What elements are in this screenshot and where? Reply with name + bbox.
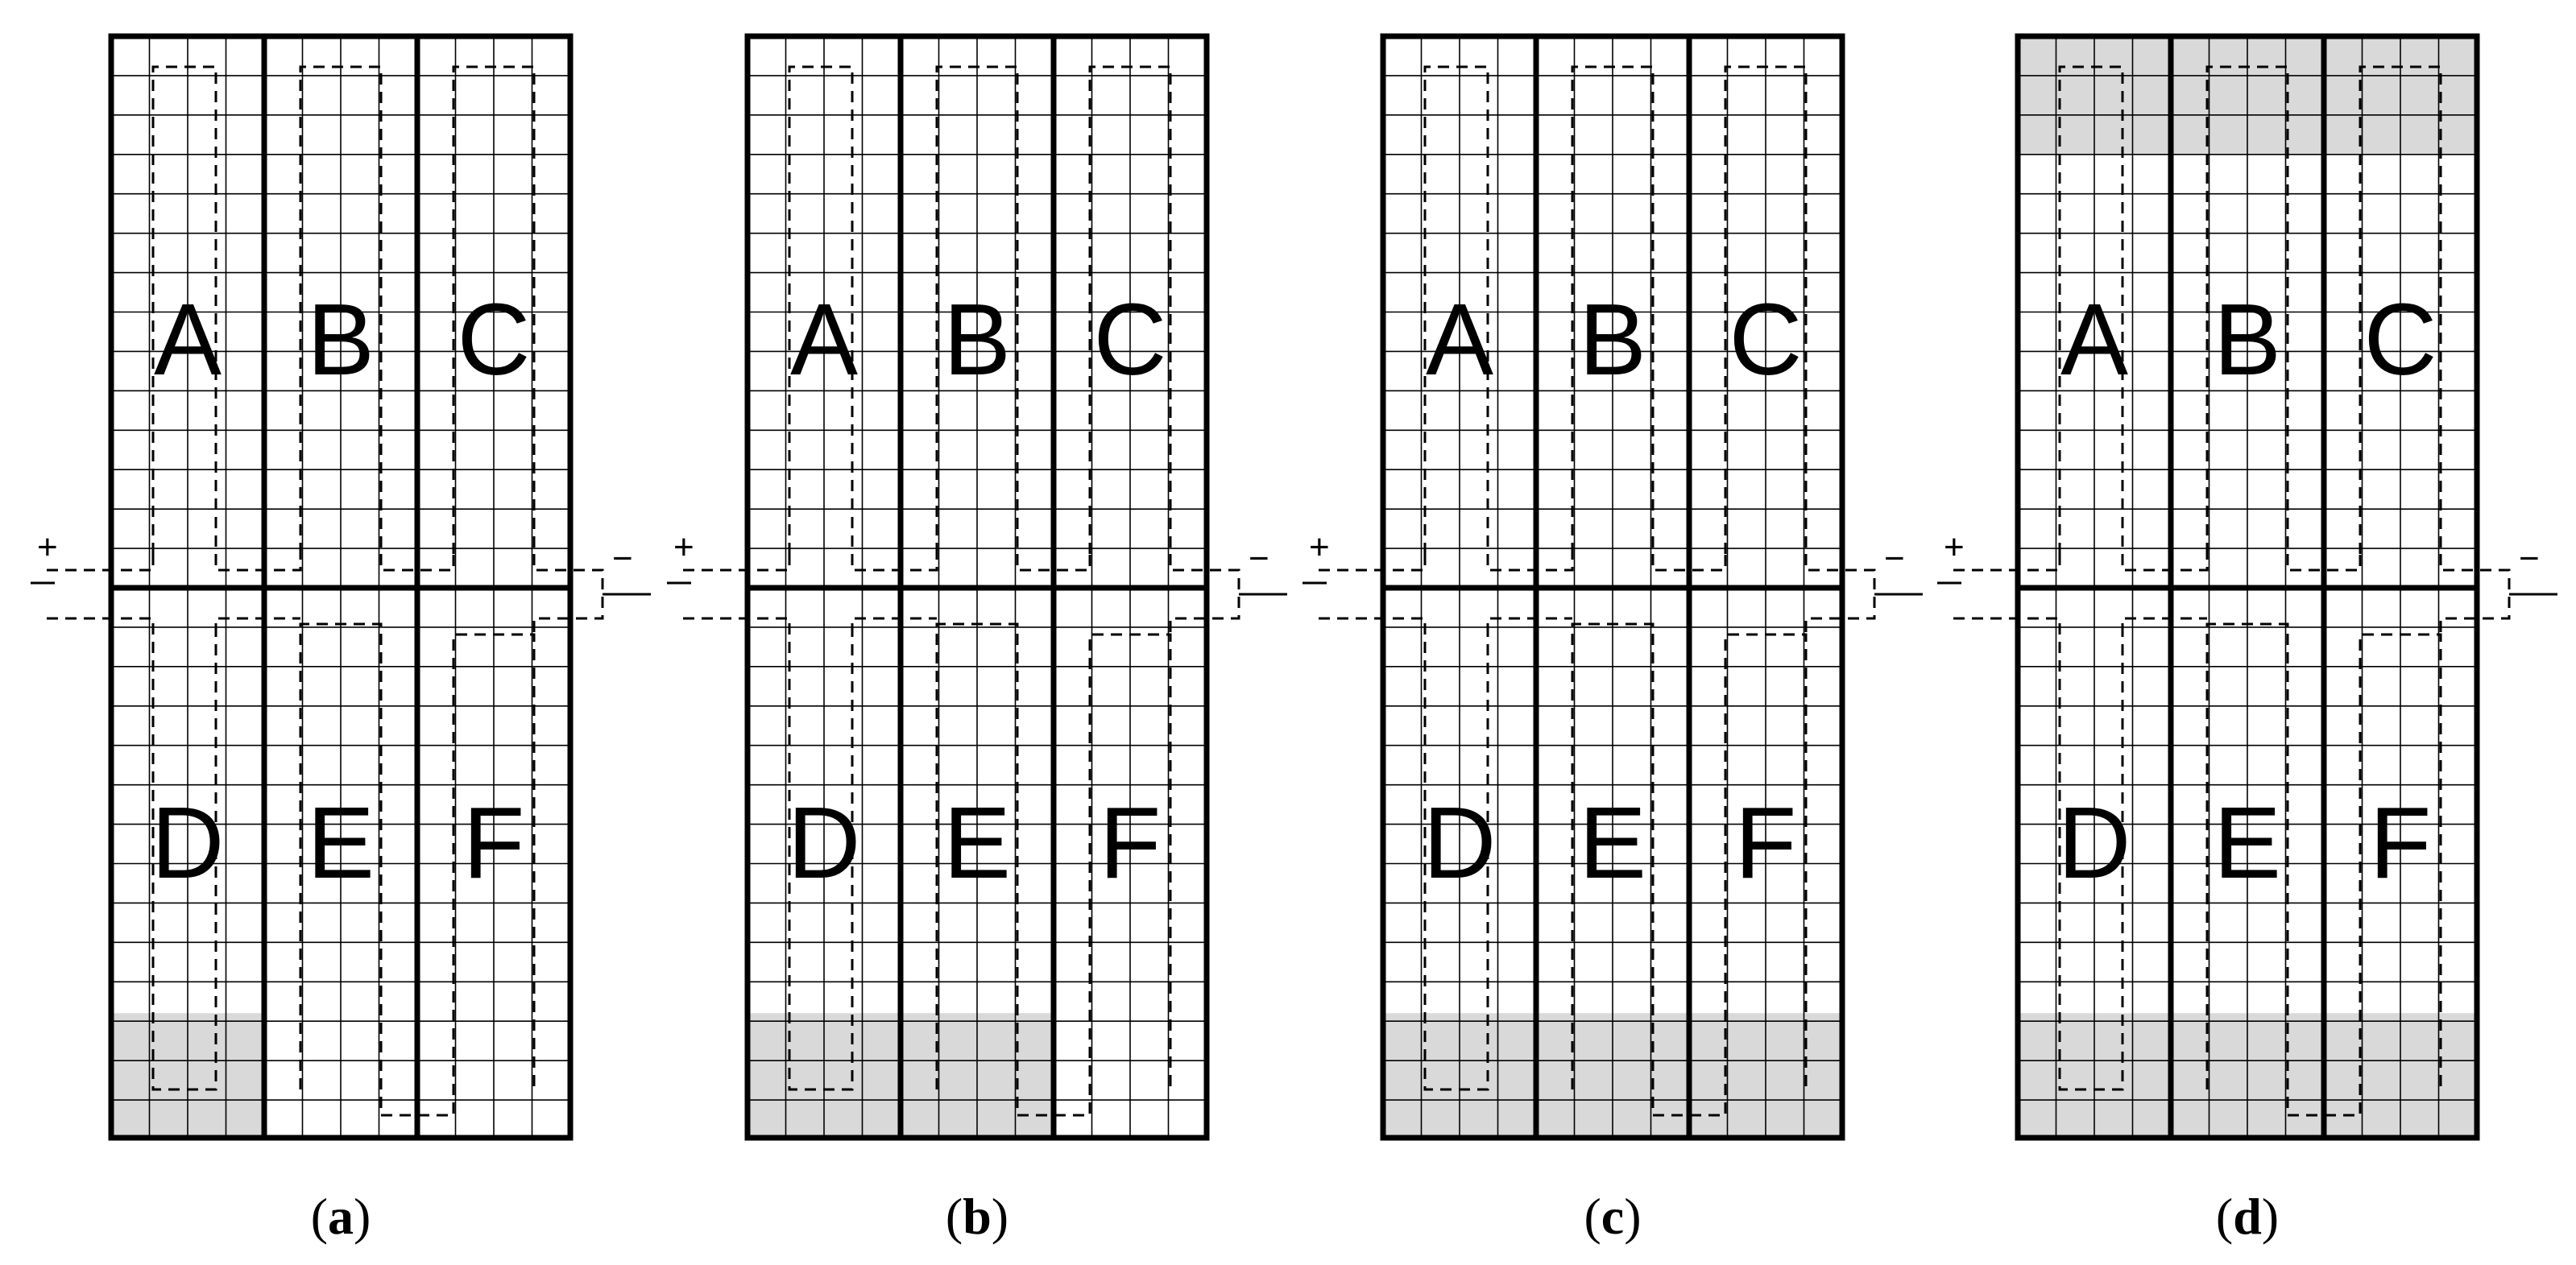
- cell-label-c: C: [1729, 283, 1803, 396]
- loop-top-1: [935, 65, 1019, 554]
- positive-terminal-label: +: [1944, 527, 1965, 567]
- panel-caption: (c): [1584, 1188, 1641, 1245]
- cell-label-d: D: [788, 786, 861, 899]
- loop-ef: [1571, 622, 1808, 1117]
- bus-right: [1804, 554, 1876, 635]
- cell-label-b: B: [943, 283, 1011, 396]
- loop-top-2: [1724, 65, 1808, 554]
- loop-d: [47, 617, 217, 1091]
- loop-a: [1423, 65, 1489, 554]
- current-path: [683, 65, 1240, 1117]
- cell-label-e: E: [943, 786, 1011, 899]
- positive-terminal-label: +: [1309, 527, 1330, 567]
- cell-label-d: D: [2058, 786, 2131, 899]
- bus-left: [1953, 554, 2061, 572]
- current-path: [1319, 65, 1876, 1117]
- loop-ef: [2205, 622, 2442, 1117]
- bus-bc: [1651, 554, 1727, 572]
- loop-a: [788, 65, 854, 554]
- cell-label-a: A: [2060, 283, 2128, 396]
- current-path: [47, 65, 604, 1117]
- loop-d: [683, 617, 854, 1091]
- negative-terminal-label: −: [1249, 539, 1269, 578]
- cell-label-f: F: [2370, 786, 2432, 899]
- positive-terminal-label: +: [37, 527, 58, 567]
- cell-grid: [748, 36, 1207, 1138]
- loop-d: [1319, 617, 1489, 1091]
- cell-label-d: D: [151, 786, 225, 899]
- bus-right: [2439, 554, 2511, 635]
- cell-label-f: F: [463, 786, 525, 899]
- pack-frame: [2015, 33, 2480, 1141]
- pack-frame: [744, 33, 1210, 1141]
- cell-label-e: E: [1579, 786, 1646, 899]
- cell-label-a: A: [790, 283, 858, 396]
- current-path: [1953, 65, 2511, 1117]
- bus-left: [1319, 554, 1427, 572]
- cell-label-d: D: [1423, 786, 1497, 899]
- loop-top-2: [2359, 65, 2442, 554]
- bus-right: [532, 554, 604, 635]
- loop-d: [1953, 617, 2124, 1091]
- cell-label-c: C: [1094, 283, 1167, 396]
- cell-label-b: B: [2214, 283, 2281, 396]
- pack-frame: [108, 33, 574, 1141]
- panel-caption: (a): [311, 1188, 371, 1245]
- cell-label-b: B: [307, 283, 375, 396]
- bus-ab: [214, 554, 302, 572]
- cell-label-c: C: [458, 283, 531, 396]
- bus-ab: [2121, 554, 2209, 572]
- loop-top-1: [299, 65, 383, 554]
- loop-top-2: [1088, 65, 1172, 554]
- bus-left: [683, 554, 791, 572]
- cell-label-f: F: [1100, 786, 1162, 899]
- loop-a: [2058, 65, 2124, 554]
- cell-label-a: A: [154, 283, 222, 396]
- positive-terminal-label: +: [673, 527, 694, 567]
- cell-label-e: E: [2214, 786, 2281, 899]
- loop-top-2: [452, 65, 536, 554]
- bus-ab: [1486, 554, 1574, 572]
- bus-right: [1169, 554, 1240, 635]
- cell-label-e: E: [307, 786, 375, 899]
- negative-terminal-label: −: [2519, 539, 2540, 578]
- bus-bc: [1016, 554, 1091, 572]
- bus-bc: [2286, 554, 2362, 572]
- bus-de: [214, 617, 300, 635]
- bus-ab: [851, 554, 938, 572]
- negative-terminal-label: −: [612, 539, 633, 578]
- negative-terminal-label: −: [1884, 539, 1905, 578]
- loop-top-1: [1571, 65, 1655, 554]
- loop-ef: [299, 622, 536, 1117]
- cell-label-c: C: [2364, 283, 2437, 396]
- loop-a: [151, 65, 217, 554]
- cell-grid: [111, 36, 570, 1138]
- pack-frame: [1380, 33, 1845, 1141]
- bus-de: [851, 617, 937, 635]
- loop-ef: [935, 622, 1172, 1117]
- bus-de: [2121, 617, 2207, 635]
- bus-left: [47, 554, 155, 572]
- cell-label-a: A: [1426, 283, 1493, 396]
- cell-label-f: F: [1735, 786, 1797, 899]
- loop-top-1: [2205, 65, 2289, 554]
- cell-label-b: B: [1579, 283, 1646, 396]
- panel-caption: (b): [946, 1188, 1008, 1245]
- bus-bc: [379, 554, 455, 572]
- bus-de: [1486, 617, 1572, 635]
- panel-caption: (d): [2216, 1188, 2279, 1245]
